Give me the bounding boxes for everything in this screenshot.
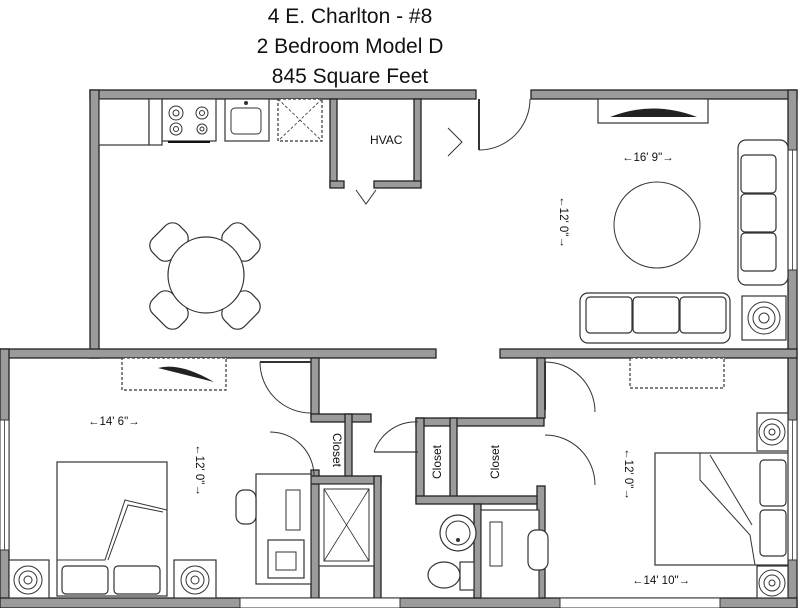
closet2-label: Closet	[430, 444, 444, 479]
dresser-2	[629, 357, 725, 389]
bedroom-1: ←14' 6"→ ←12' 0"→	[8, 357, 315, 599]
desk-1	[235, 473, 312, 585]
wall-bath-top-left	[310, 475, 382, 485]
bed-2	[654, 452, 789, 566]
nightstand-bottom-right	[756, 565, 789, 599]
bathroom-sink	[439, 514, 477, 552]
wall-left-upper	[89, 89, 100, 359]
kitchen-counter	[98, 98, 150, 146]
hvac-vent-icon	[447, 127, 463, 157]
coffee-table	[613, 181, 701, 269]
bedroom-2: ←14' 10"→ ←12' 0"→	[480, 357, 789, 599]
closet1-label: Closet	[330, 433, 344, 468]
wall-bath-divider	[473, 503, 482, 599]
title-block: 4 E. Charlton - #8 2 Bedroom Model D 845…	[0, 2, 700, 92]
wall-hvac-bottom-l	[329, 180, 345, 189]
dining-set	[149, 222, 261, 330]
windows	[0, 149, 798, 608]
bathroom-door[interactable]	[373, 421, 419, 453]
nightstand-right	[173, 559, 217, 599]
wall-hvac-left	[329, 98, 338, 188]
shower	[318, 483, 375, 567]
bedroom2-width-dim: ←14' 10"→	[632, 575, 690, 587]
stove	[161, 98, 217, 142]
plan-model: 2 Bedroom Model D	[256, 35, 444, 58]
lamp-icon	[741, 295, 787, 341]
hvac-label: HVAC	[370, 133, 403, 147]
kitchen-sink	[224, 98, 270, 142]
plan-area: 845 Square Feet	[271, 65, 429, 88]
wall-hvac-right	[413, 98, 422, 188]
sofa-bottom	[579, 292, 731, 344]
bedroom2-depth-dim: ←12' 0"→	[622, 448, 634, 500]
bathroom	[318, 483, 477, 591]
window-bottom-right	[559, 597, 721, 608]
plan-address: 4 E. Charlton - #8	[267, 5, 433, 28]
wall-bed1-right-upper	[310, 357, 320, 419]
wall-bed1-right-lower	[310, 469, 320, 599]
tv-icon	[610, 108, 697, 117]
wall-closets-top	[415, 417, 545, 427]
wall-top-left	[89, 89, 477, 100]
wall-closets-bottom	[415, 495, 545, 505]
living-width-dim: ←16' 9"→	[622, 152, 674, 164]
wall-closet1-right	[344, 413, 353, 483]
bedroom1-depth-dim: ←12' 0"→	[193, 444, 205, 496]
bedroom2-door[interactable]	[544, 361, 596, 413]
toilet	[427, 561, 475, 591]
wall-bath-left	[373, 475, 382, 599]
wall-mid-left	[0, 348, 437, 359]
dining-table	[167, 236, 245, 314]
desk-2	[480, 509, 549, 599]
bedroom1-width-dim: ←14' 6"→	[88, 416, 140, 428]
closet3-label: Closet	[488, 444, 502, 479]
entry-door[interactable]	[478, 98, 531, 151]
wall-top-right	[530, 89, 798, 100]
wall-closet2-right	[449, 417, 458, 503]
dresser-1	[121, 357, 227, 391]
wall-closet1-top	[310, 413, 372, 423]
living-depth-dim: ←12' 0"→	[557, 196, 569, 248]
closet1-door[interactable]	[269, 431, 315, 477]
sofa-right	[737, 139, 789, 286]
bedroom1-door[interactable]	[259, 361, 312, 414]
nightstand-left	[8, 559, 50, 599]
wall-hvac-bottom-r	[373, 180, 422, 189]
tv-icon-bedroom1	[158, 366, 214, 382]
nightstand-top-right	[756, 412, 789, 452]
wall-closet2-left	[415, 417, 425, 503]
bed-1	[56, 461, 168, 597]
hvac-door-icon	[355, 189, 377, 205]
window-bottom	[239, 597, 401, 608]
wall-bed2-left-upper	[536, 357, 546, 419]
closet3-door[interactable]	[544, 434, 596, 486]
kitchen	[98, 98, 323, 146]
wall-mid-right	[499, 348, 798, 359]
living-room: ←16' 9"→ ←12' 0"→	[557, 98, 789, 344]
